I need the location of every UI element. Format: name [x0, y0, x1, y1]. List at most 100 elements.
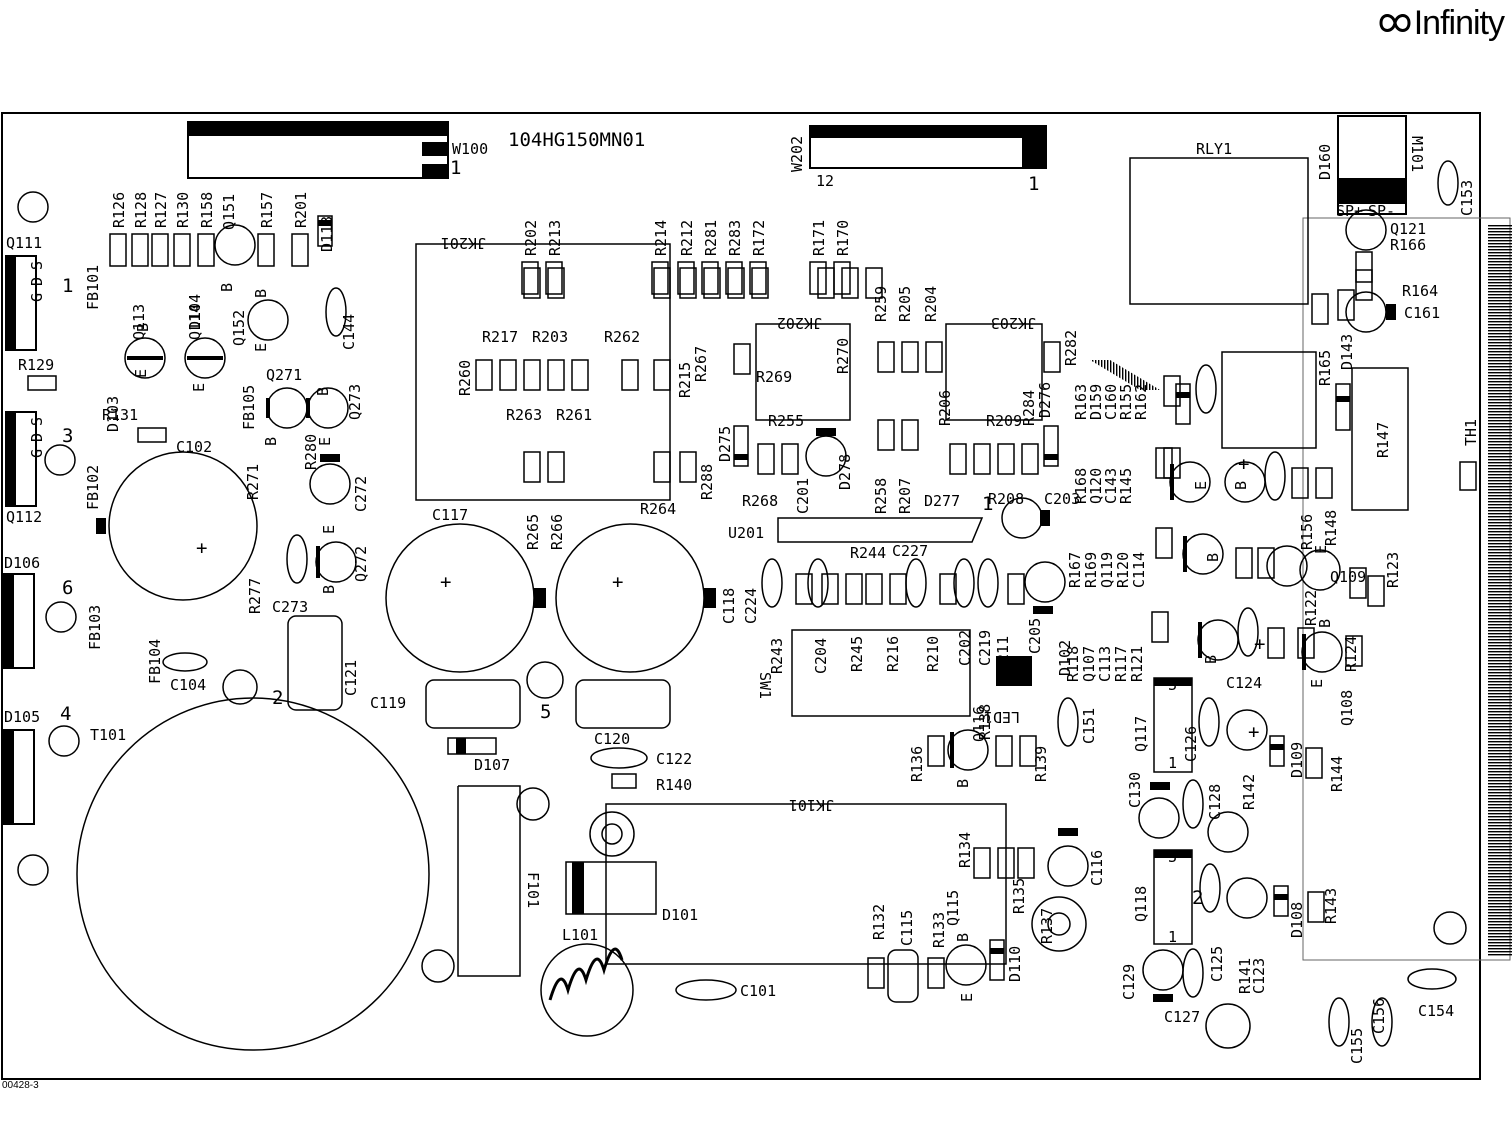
pin-mark-3: 3 — [62, 425, 73, 447]
resistor-body-68 — [1355, 269, 1373, 301]
label-r123: R123 — [1384, 552, 1402, 588]
module-th1-label: TH1 — [1462, 419, 1480, 446]
label-r155: R155 — [1117, 384, 1135, 420]
label-fb103: FB103 — [86, 605, 104, 650]
label-c151: C151 — [1080, 708, 1098, 744]
polarity-letter-11: B — [954, 779, 972, 788]
resistor-body-50 — [1297, 627, 1315, 659]
resistor-body-12 — [653, 267, 671, 299]
label-r166: R166 — [1390, 236, 1426, 254]
label-r131: R131 — [102, 406, 138, 424]
label-c155: C155 — [1348, 1028, 1366, 1064]
label-q112: Q112 — [6, 508, 42, 526]
label-d104: D104 — [186, 294, 204, 330]
resistor-body-0 — [475, 359, 493, 391]
hatched-leads — [1090, 360, 1160, 390]
resistor-bodies — [27, 233, 1477, 989]
polarity-letter-6: B — [262, 437, 280, 446]
label-q108: Q108 — [1338, 690, 1356, 726]
label-q152: Q152 — [230, 310, 248, 346]
polarity-letter-19: B — [1316, 619, 1334, 628]
module-sw1-label: SW1 — [756, 672, 774, 699]
label-r204: R204 — [922, 286, 940, 322]
resistor-body-60 — [1017, 847, 1035, 879]
q118-pin-1: 1 — [1168, 754, 1177, 772]
resistor-body-4 — [571, 359, 589, 391]
resistor-r201 — [291, 233, 309, 267]
module-jk101-label: JK101 — [789, 796, 834, 814]
label-r127: R127 — [152, 192, 170, 228]
board-outline — [1, 112, 1481, 1080]
label-r214: R214 — [652, 220, 670, 256]
resistor-body-51 — [1267, 627, 1285, 659]
label-q114: Q114 — [186, 304, 204, 340]
label-r265: R265 — [524, 514, 542, 550]
module-jk201-label: JK201 — [441, 234, 486, 252]
mounting-holes — [17, 191, 1467, 1049]
label-c204: C204 — [812, 638, 830, 674]
label-q120: Q120 — [1087, 468, 1105, 504]
label-c113: C113 — [1096, 646, 1114, 682]
label-r255: R255 — [768, 412, 804, 430]
label-r212: R212 — [678, 220, 696, 256]
label-r268: R268 — [742, 492, 778, 510]
polarity-letter-9: B — [320, 585, 338, 594]
resistor-body-47 — [1337, 289, 1355, 321]
label-d106: D106 — [4, 554, 40, 572]
label-r207: R207 — [896, 478, 914, 514]
label-d275: D275 — [716, 426, 734, 462]
t101-transformer — [76, 697, 430, 1051]
polarity-g: G — [28, 449, 46, 458]
label-r288: R288 — [698, 464, 716, 500]
c117-capacitor — [385, 523, 535, 673]
label-q115: Q115 — [944, 890, 962, 926]
label-c124: C124 — [1226, 674, 1262, 692]
polarity-letter-4: E — [252, 343, 270, 352]
label-r165: R165 — [1316, 350, 1334, 386]
resistor-body-20 — [781, 443, 799, 475]
jk203-outline — [945, 323, 1043, 421]
resistor-body-35 — [845, 573, 863, 605]
label-r263: R263 — [506, 406, 542, 424]
resistor-body-37 — [889, 573, 907, 605]
label-r217: R217 — [482, 328, 518, 346]
label-c117: C117 — [432, 506, 468, 524]
l101-inductor — [540, 943, 634, 1037]
resistor-body-59 — [995, 735, 1013, 767]
resistor-body-17 — [679, 451, 697, 483]
polarity-letter-17: B — [1202, 655, 1220, 664]
resistor-body-61 — [997, 847, 1015, 879]
label-r170: R170 — [834, 220, 852, 256]
label-c128: C128 — [1206, 784, 1224, 820]
resistor-body-15 — [727, 267, 745, 299]
label-r128: R128 — [132, 192, 150, 228]
u201-outline — [777, 517, 984, 543]
label-r216: R216 — [884, 636, 902, 672]
label-c130: C130 — [1126, 772, 1144, 808]
label-f101: F101 — [524, 872, 542, 908]
rly1-outline — [1129, 157, 1309, 305]
label-r130: R130 — [174, 192, 192, 228]
label-q107: Q107 — [1080, 646, 1098, 682]
label-r162: R162 — [1132, 384, 1150, 420]
label-r144: R144 — [1328, 756, 1346, 792]
label-r168: R168 — [1072, 468, 1090, 504]
label-q116: Q116 — [970, 706, 988, 742]
resistor-body-13 — [679, 267, 697, 299]
c102-capacitor — [108, 451, 258, 601]
module-t101-label: T101 — [90, 726, 126, 744]
polarity-plus-4: + — [1254, 633, 1265, 655]
label-r259: R259 — [872, 286, 890, 322]
label-fb101: FB101 — [84, 265, 102, 310]
label-fb102: FB102 — [84, 465, 102, 510]
pin-mark-2: 2 — [272, 687, 283, 709]
speaker-plus: SP+ — [1336, 202, 1363, 220]
label-r215: R215 — [676, 362, 694, 398]
resistor-r128 — [131, 233, 149, 267]
label-c143: C143 — [1102, 468, 1120, 504]
resistor-body-54 — [1151, 611, 1169, 643]
resistor-body-64 — [927, 957, 945, 989]
label-r134: R134 — [956, 832, 974, 868]
resistor-body-32 — [841, 267, 859, 299]
